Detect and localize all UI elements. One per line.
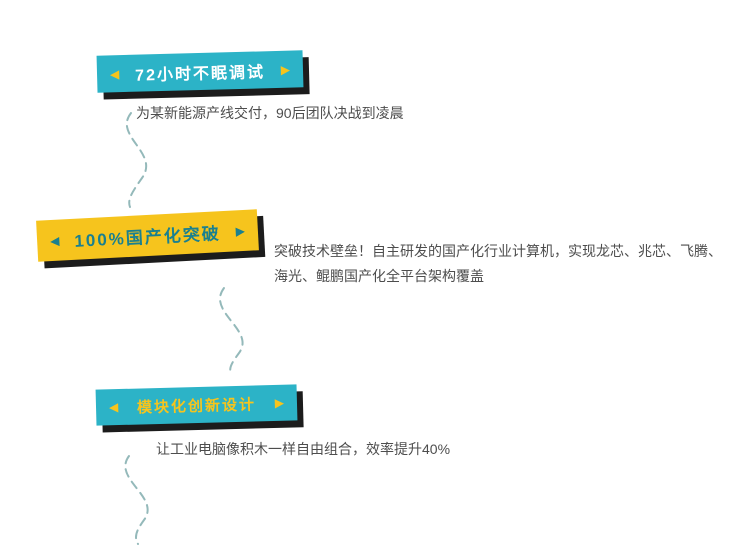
left-arrow-icon: ◀ [108,400,119,415]
milestone-description: 为某新能源产线交付，90后团队决战到凌晨 [136,105,404,121]
badge-label: 模块化创新设计 [136,395,257,417]
right-arrow-icon: ▶ [274,395,285,410]
badge-72h-debug: ◀ 72小时不眠调试 ▶ [96,50,304,93]
right-arrow-icon: ▶ [280,62,291,77]
connector-curve-3 [124,455,149,545]
connector-curve-2 [219,287,244,376]
badge-label: 72小时不眠调试 [134,63,266,85]
left-arrow-icon: ◀ [49,233,60,248]
badge-localization-breakthrough: ◀ 100%国产化突破 ▶ [36,209,259,262]
left-arrow-icon: ◀ [109,66,120,81]
badge-label: 100%国产化突破 [73,224,222,251]
milestone-description: 突破技术壁垒！自主研发的国产化行业计算机，实现龙芯、兆芯、飞腾、海光、鲲鹏国产化… [274,243,722,284]
connector-curve-1 [125,112,148,208]
badge-modular-design: ◀ 模块化创新设计 ▶ [95,384,298,426]
right-arrow-icon: ▶ [235,223,246,238]
milestone-description: 让工业电脑像积木一样自由组合，效率提升40% [156,441,451,457]
